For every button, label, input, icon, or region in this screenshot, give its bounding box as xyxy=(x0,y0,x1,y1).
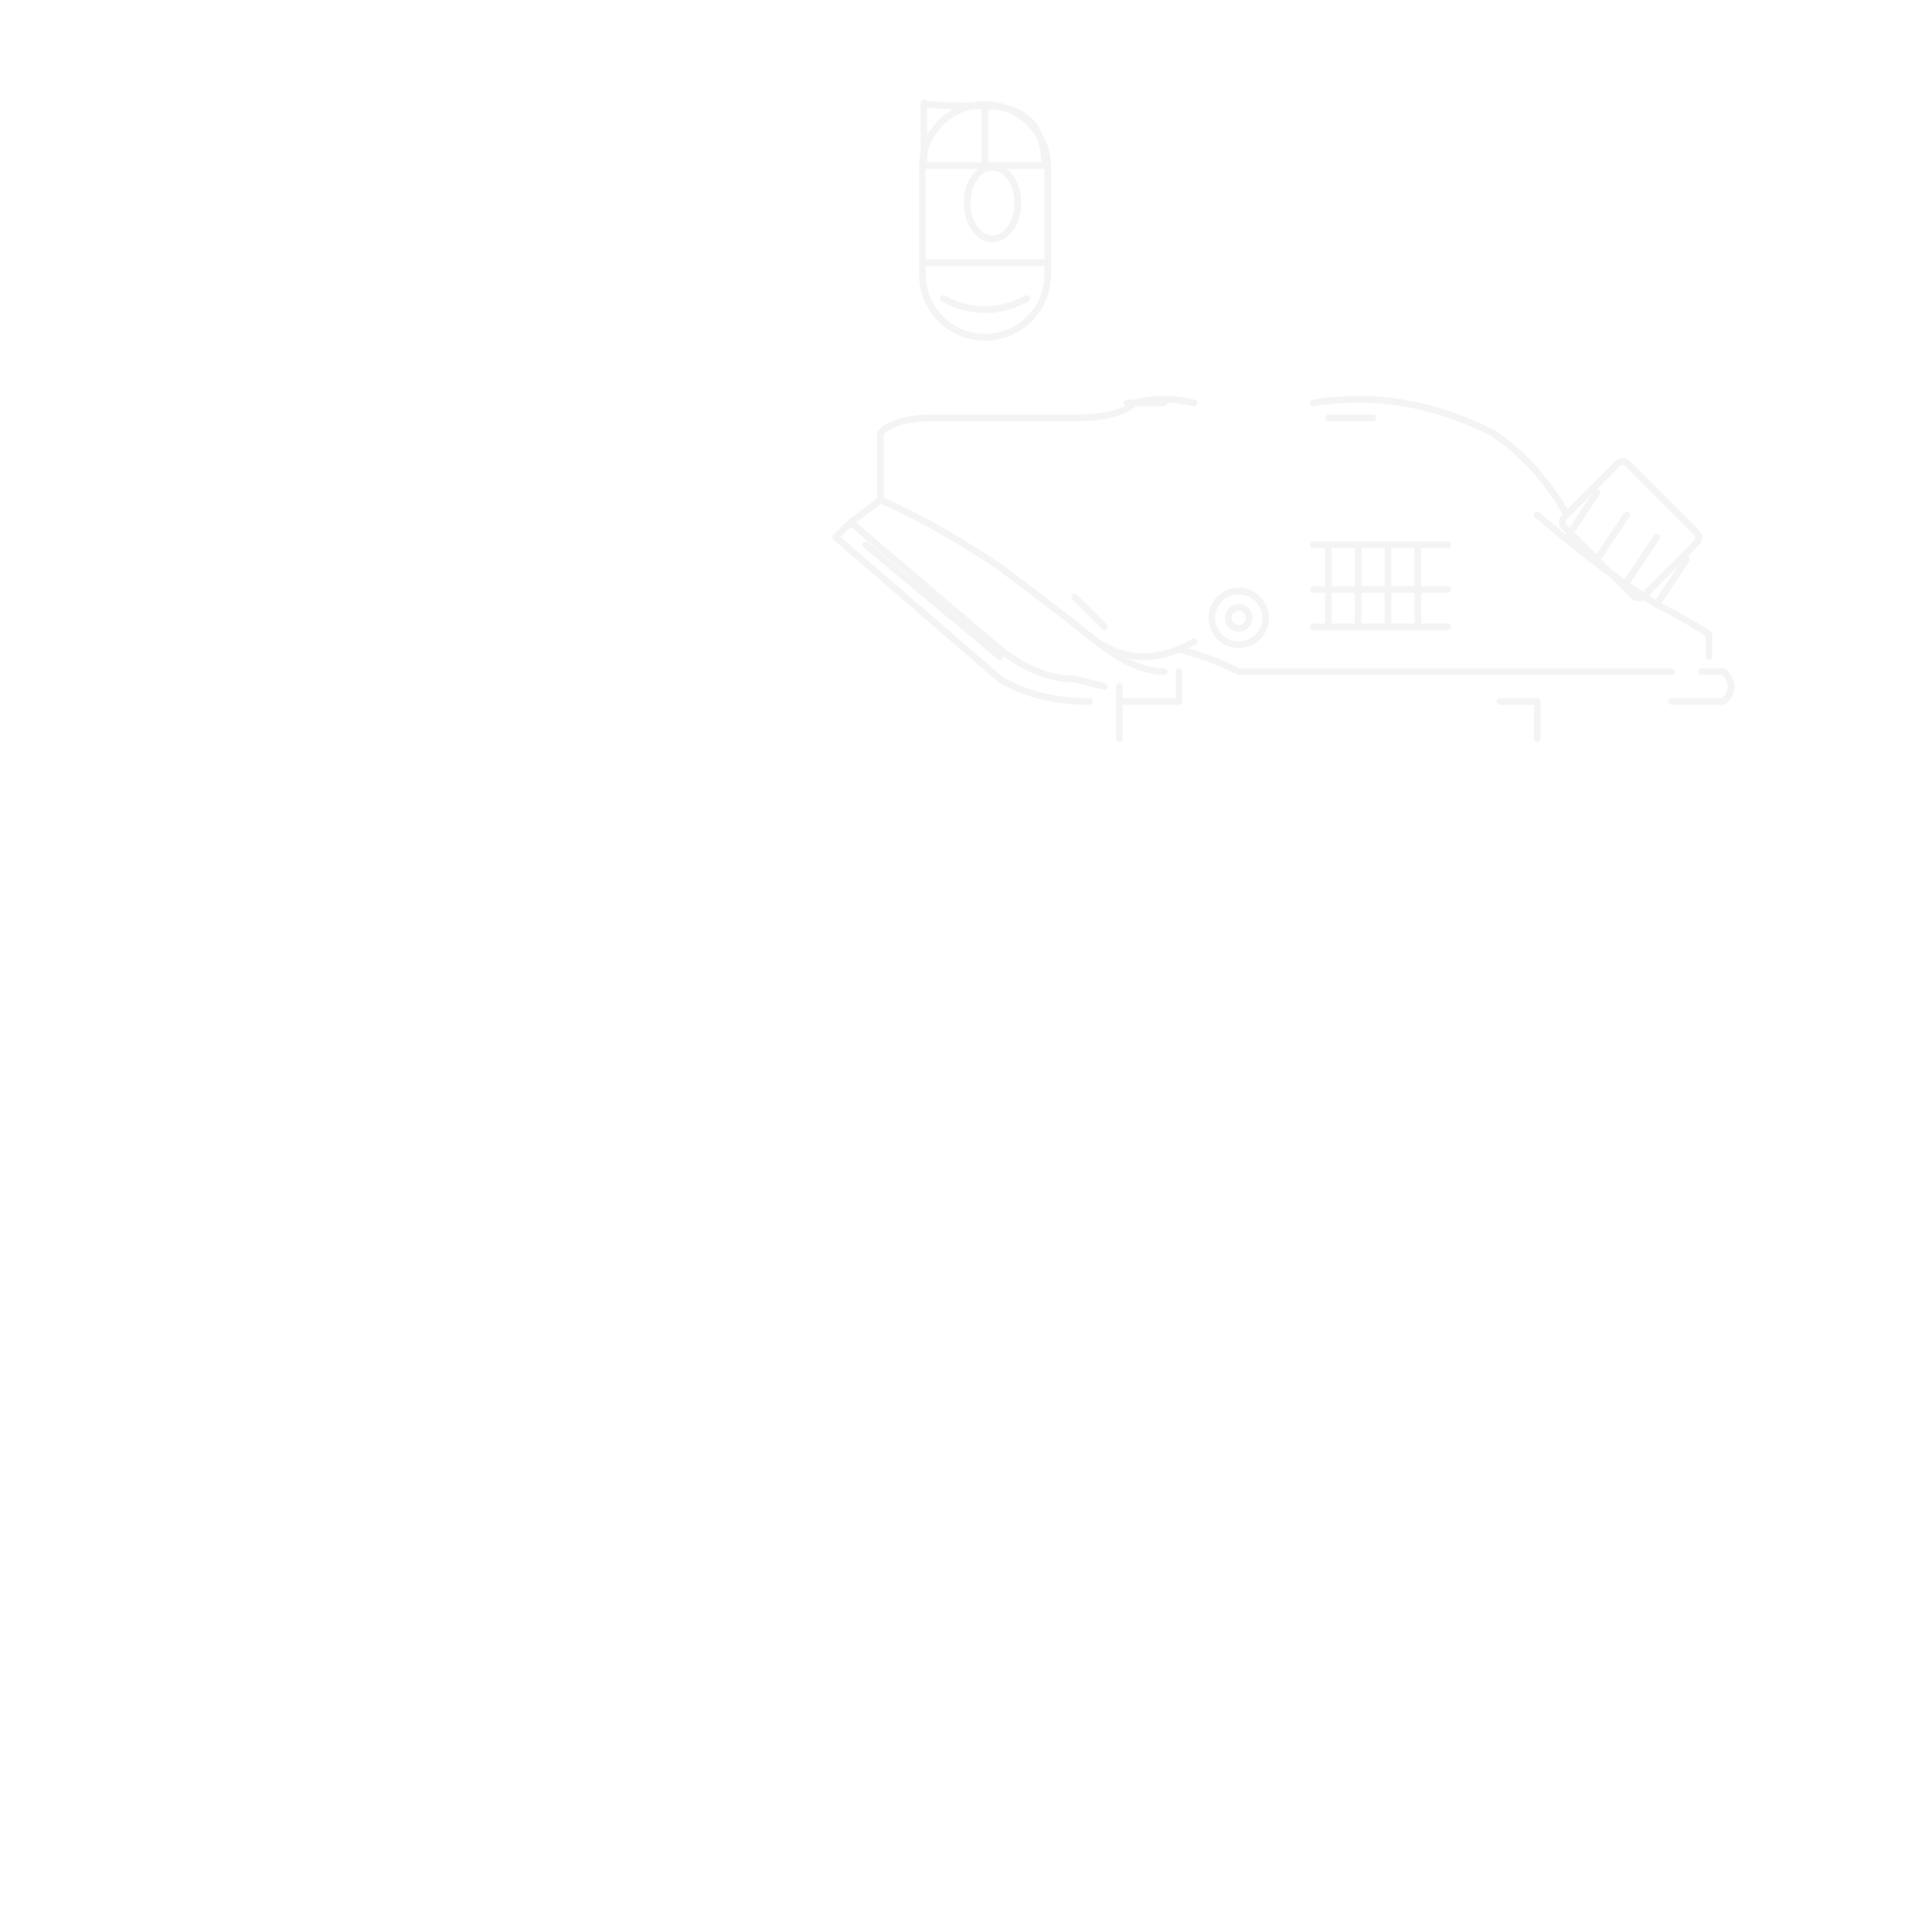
sleeve-cuff-icon xyxy=(832,496,1108,705)
wristband-icon xyxy=(1559,458,1702,608)
computer-mouse-icon xyxy=(919,99,1051,341)
open-hand-icon xyxy=(877,396,1735,743)
